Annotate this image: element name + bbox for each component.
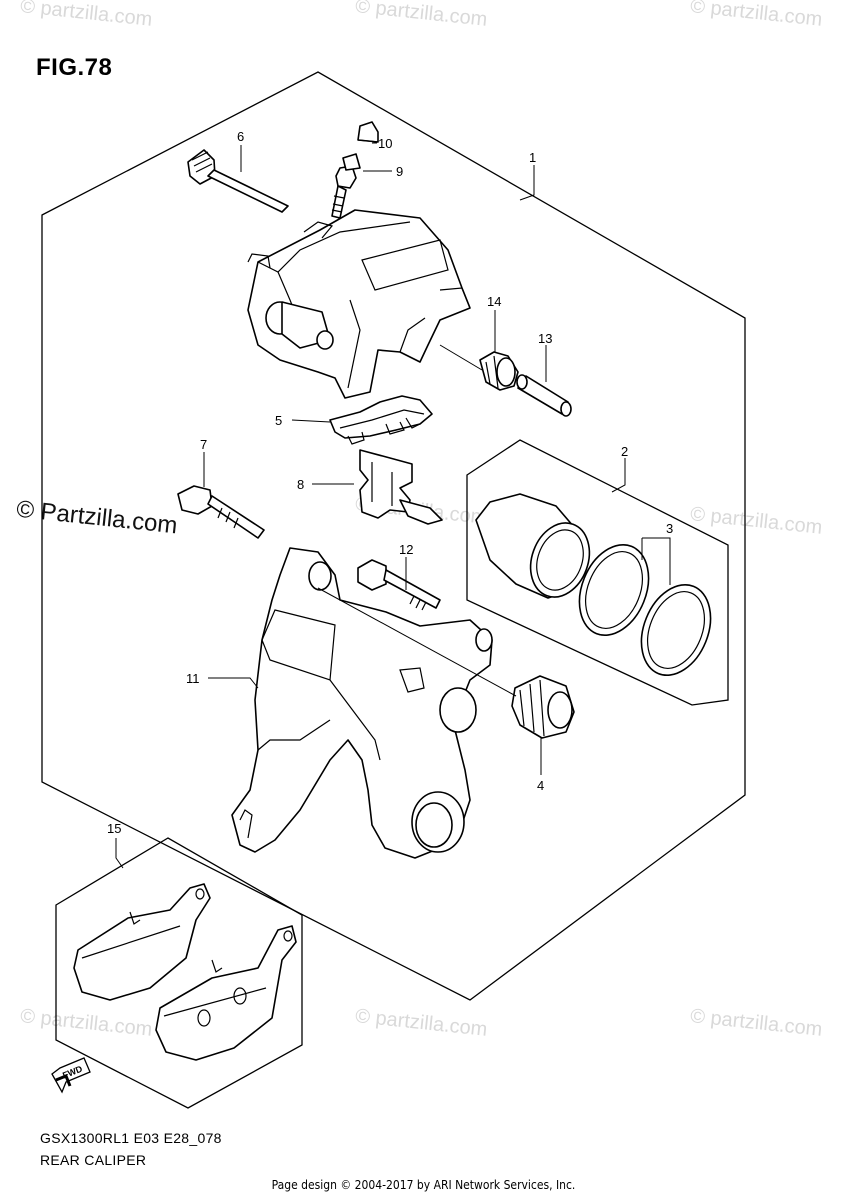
callout-6: 6 [237,129,244,144]
callout-3: 3 [666,521,673,536]
fwd-arrow-icon: FWD [51,1057,91,1094]
pin-boot [511,675,575,739]
leader-lines [115,142,671,869]
pad-spring [329,395,433,445]
slide-boot [479,351,519,391]
piston-set-outline [466,439,729,706]
callout-2: 2 [621,444,628,459]
caliper-bracket [231,547,493,859]
mounting-bolt-7 [177,485,265,539]
bleeder-valve [331,153,361,219]
callout-4: 4 [537,778,544,793]
mounting-bolt-12 [357,559,441,611]
bleeder-cap [357,121,379,143]
callout-15: 15 [107,821,121,836]
callout-13: 13 [538,331,552,346]
pad-pin [187,149,289,213]
model-code: GSX1300RL1 E03 E28_078 [40,1130,222,1146]
assembly-outline [41,71,746,1001]
figure-title: FIG.78 [36,54,113,81]
callout-10: 10 [378,136,392,151]
callout-9: 9 [396,164,403,179]
retaining-spring [359,449,443,525]
caliper-body [247,209,471,399]
callout-5: 5 [275,413,282,428]
piston-seals [578,544,712,676]
callout-labels: 1 2 3 4 5 6 7 8 9 10 11 12 13 14 15 [107,129,673,836]
pad-set-outline [55,837,303,1109]
callout-11: 11 [186,671,200,686]
page-footer: Page design © 2004-2017 by ARI Network S… [271,1178,576,1192]
piston [475,493,591,599]
callout-7: 7 [200,437,207,452]
callout-14: 14 [487,294,501,309]
diagram-caption: REAR CALIPER [40,1152,147,1168]
brake-pads [73,883,297,1061]
callout-1: 1 [529,150,536,165]
callout-8: 8 [297,477,304,492]
slide-pin [516,374,572,417]
callout-12: 12 [399,542,413,557]
